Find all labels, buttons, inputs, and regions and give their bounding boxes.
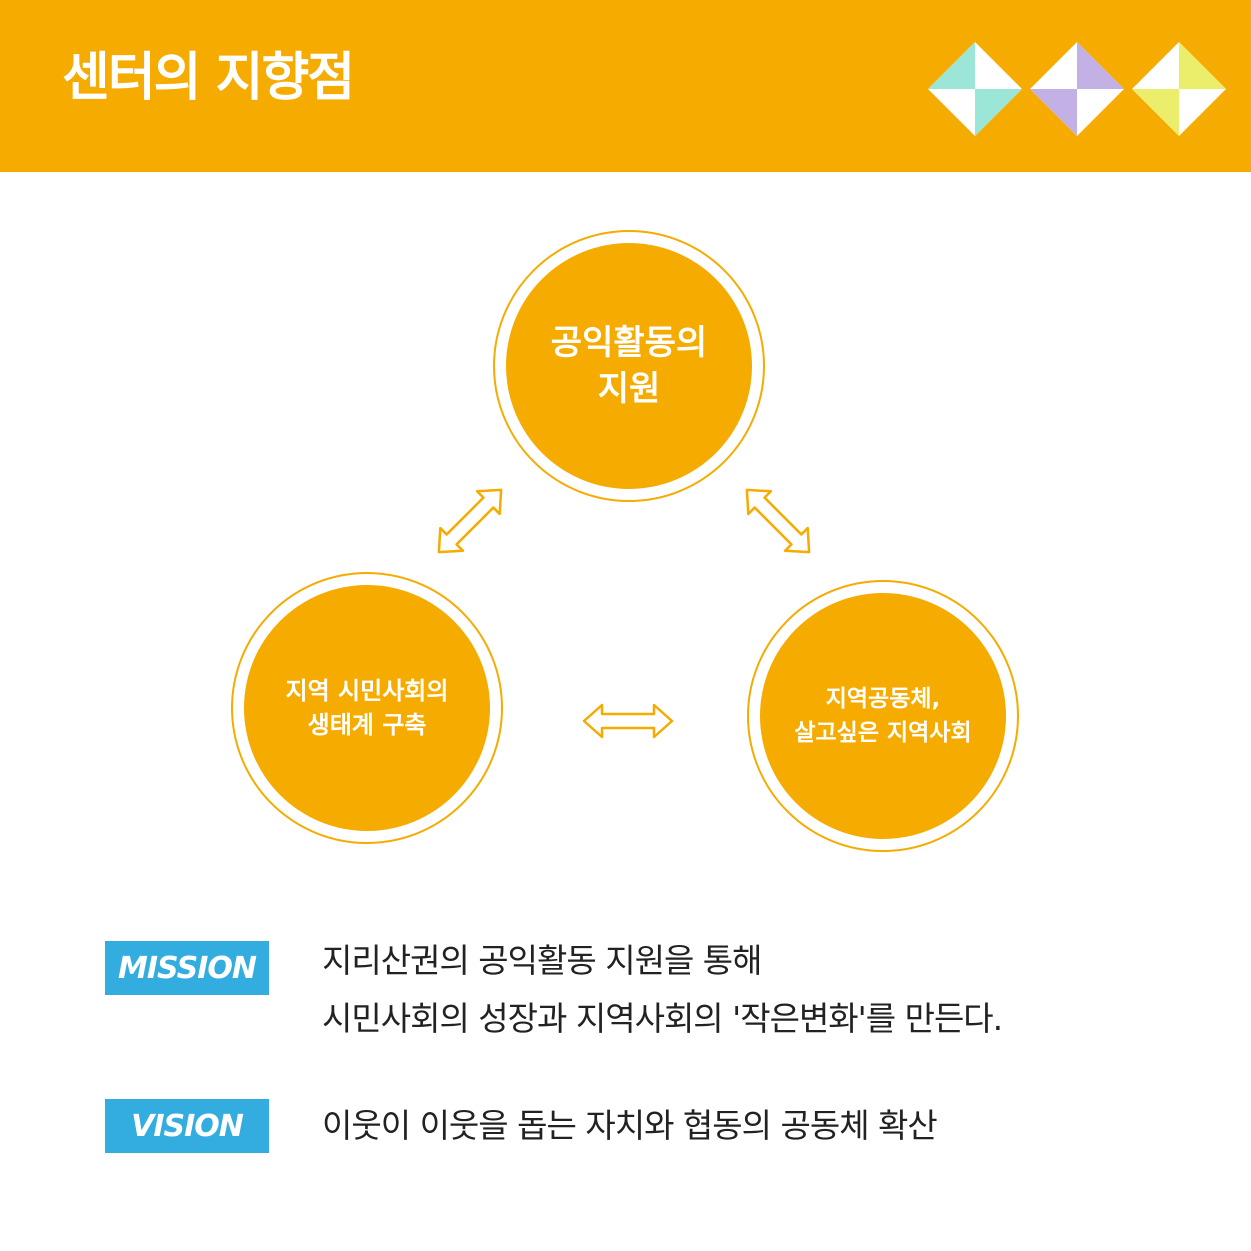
vision-badge: VISION xyxy=(105,1099,269,1153)
mission-line-1: 지리산권의 공익활동 지원을 통해 xyxy=(322,941,763,980)
circle-left: 지역 시민사회의 생태계 구축 xyxy=(244,585,490,831)
page-title: 센터의 지향점 xyxy=(62,48,355,108)
circle-right: 지역공동체, 살고싶은 지역사회 xyxy=(760,593,1006,839)
diamond-purple-icon xyxy=(1030,42,1124,136)
header-banner: 센터의 지향점 xyxy=(0,0,1251,172)
circle-top: 공익활동의 지원 xyxy=(506,243,752,489)
vision-text: 이웃이 이웃을 돕는 자치와 협동의 공동체 확산 xyxy=(322,1097,938,1155)
diamond-yellow-icon xyxy=(1132,42,1226,136)
mission-line-2: 시민사회의 성장과 지역사회의 '작은변화'를 만든다. xyxy=(322,999,1003,1038)
circle-left-label: 지역 시민사회의 생태계 구축 xyxy=(285,677,449,739)
arrow-top-right-icon xyxy=(734,477,822,565)
mission-text: 지리산권의 공익활동 지원을 통해 시민사회의 성장과 지역사회의 '작은변화'… xyxy=(322,932,1003,1048)
mission-badge: MISSION xyxy=(105,941,269,995)
circle-left-ring: 지역 시민사회의 생태계 구축 xyxy=(231,572,503,844)
diamond-teal-icon xyxy=(928,42,1022,136)
arrow-horizontal-icon xyxy=(582,703,674,739)
arrow-top-left-icon xyxy=(426,477,514,565)
circle-right-label: 지역공동체, 살고싶은 지역사회 xyxy=(794,686,972,746)
circle-top-label: 공익활동의 지원 xyxy=(550,323,708,409)
diamond-decoration-icon xyxy=(928,42,1226,136)
vision-line-1: 이웃이 이웃을 돕는 자치와 협동의 공동체 확산 xyxy=(322,1106,938,1145)
circle-right-ring: 지역공동체, 살고싶은 지역사회 xyxy=(747,580,1019,852)
circle-top-ring: 공익활동의 지원 xyxy=(493,230,765,502)
